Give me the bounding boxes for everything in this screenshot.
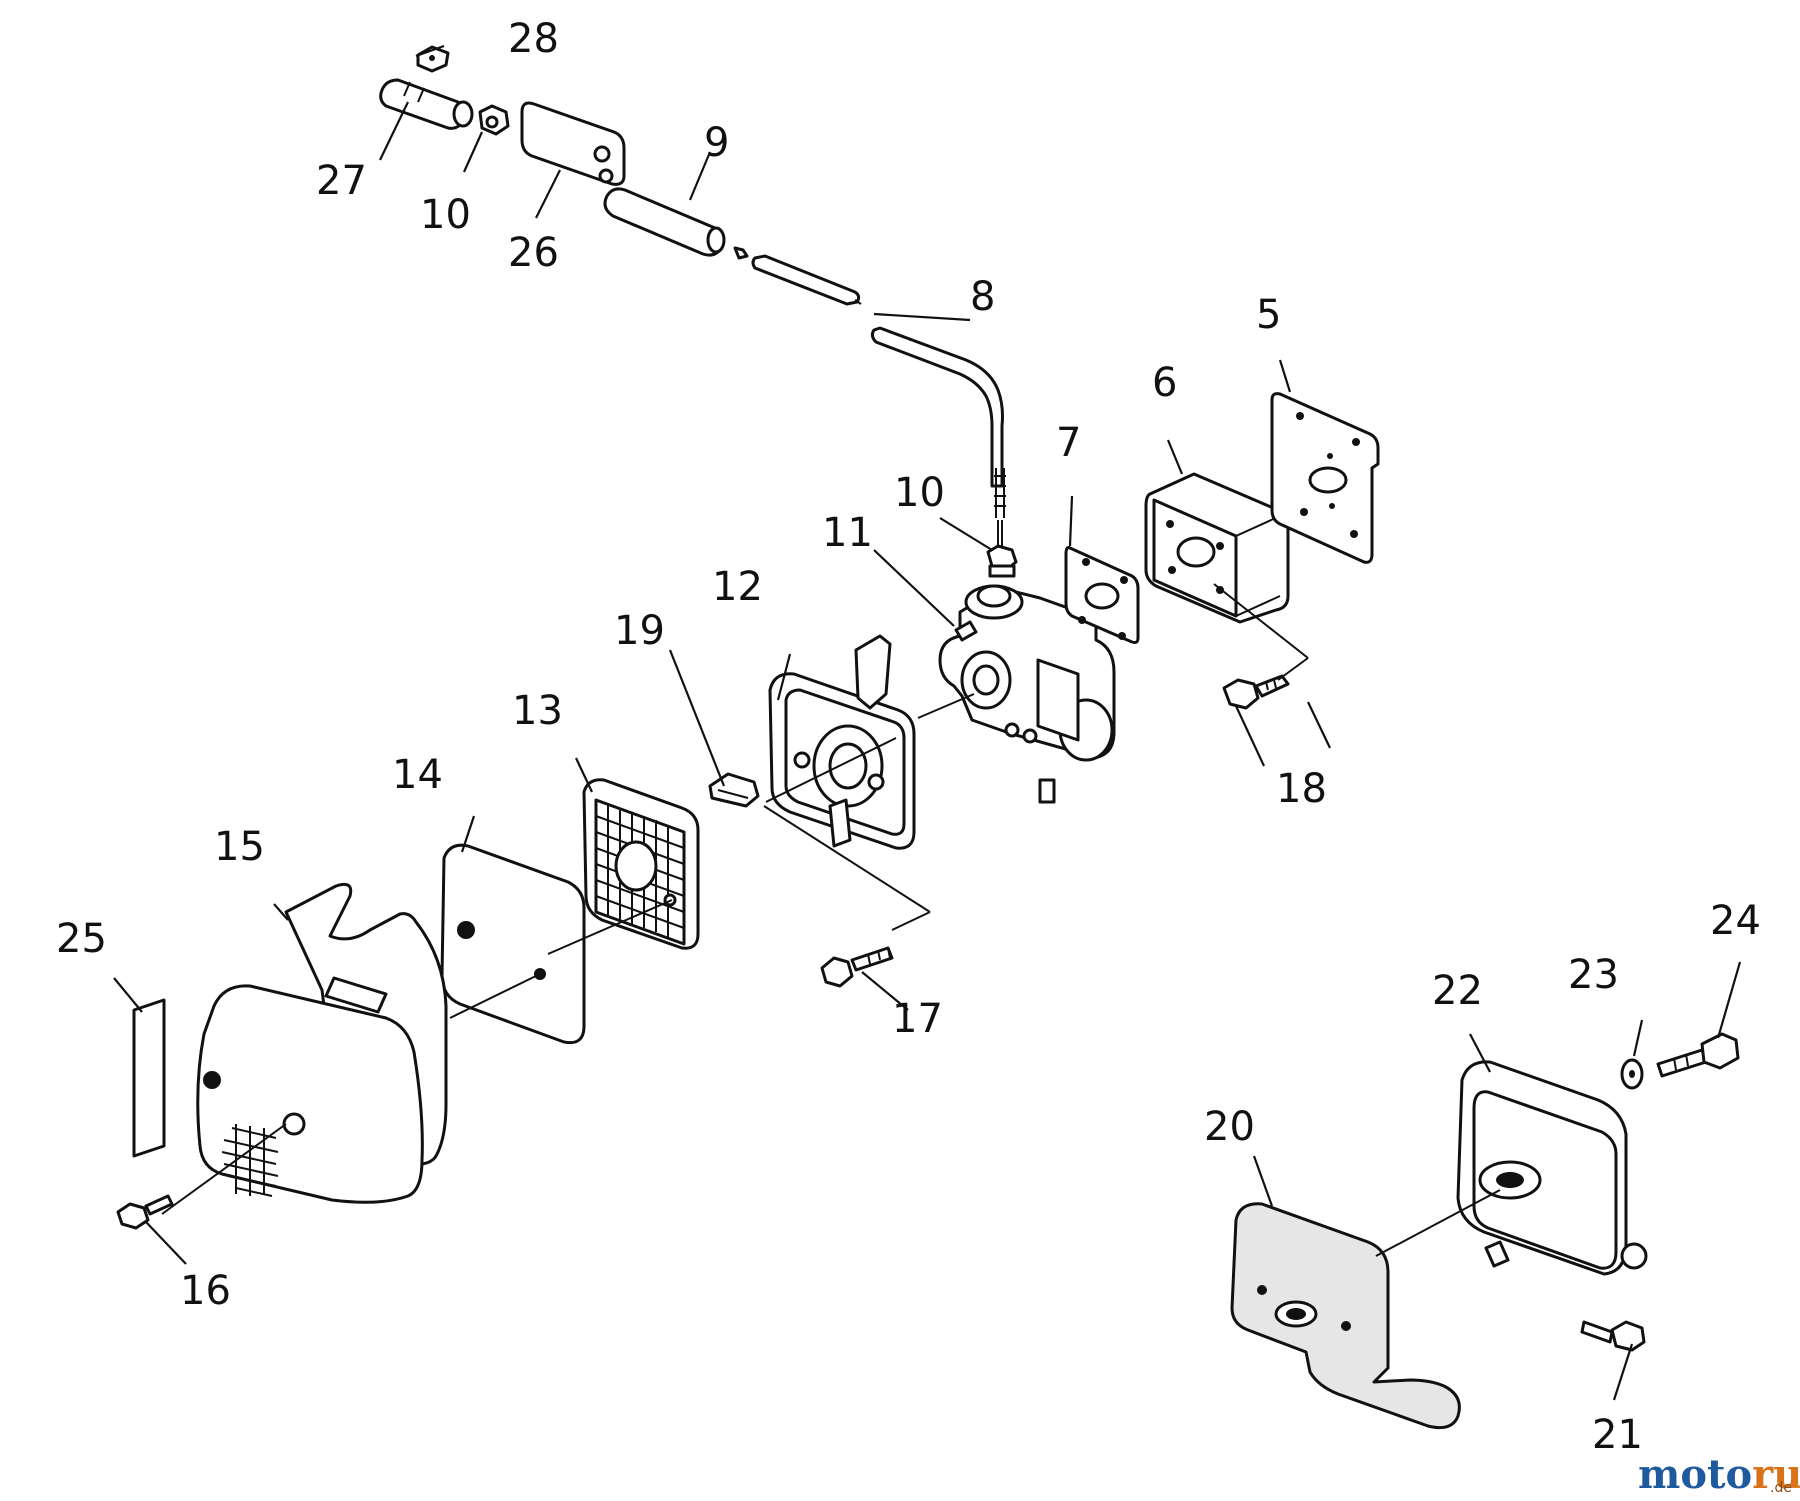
part-number-labels: 28 27 10 26 9 8 5 6 7 10 11 12 19 13 14 … xyxy=(56,16,1761,1458)
part-10-nut-carburetor xyxy=(986,544,1018,578)
label-10-mid: 10 xyxy=(894,470,945,516)
part-7-gasket xyxy=(1064,546,1140,644)
part-21-screw xyxy=(1580,1320,1646,1352)
part-9-sleeve xyxy=(603,187,726,257)
part-24-bolt xyxy=(1656,1032,1740,1078)
label-20: 20 xyxy=(1204,1104,1255,1150)
part-12-filter-base xyxy=(768,634,916,850)
label-17: 17 xyxy=(892,996,943,1042)
part-25-label xyxy=(132,998,166,1158)
part-17-screw xyxy=(820,946,894,988)
label-14: 14 xyxy=(392,752,443,798)
label-13: 13 xyxy=(512,688,563,734)
part-5-plate xyxy=(1270,392,1380,564)
watermark-logo: motoruf .de xyxy=(1638,1451,1800,1498)
part-20-heat-shield xyxy=(1230,1202,1461,1430)
part-8-throttle-cable xyxy=(733,246,1006,546)
label-26: 26 xyxy=(508,230,559,276)
label-27: 27 xyxy=(316,158,367,204)
label-9: 9 xyxy=(704,120,729,166)
part-19-clip xyxy=(708,772,760,808)
part-27-cable-adjuster xyxy=(379,78,474,130)
part-15-filter-cover xyxy=(196,882,448,1204)
label-25: 25 xyxy=(56,916,107,962)
part-13-filter-screen xyxy=(582,778,700,950)
part-16-screw xyxy=(116,1194,174,1230)
label-22: 22 xyxy=(1432,968,1483,1014)
label-10-top: 10 xyxy=(420,192,471,238)
watermark-suffix: .de xyxy=(1770,1480,1792,1496)
label-15: 15 xyxy=(214,824,265,870)
part-22-muffler xyxy=(1456,1060,1648,1276)
label-21: 21 xyxy=(1592,1412,1643,1458)
label-6: 6 xyxy=(1152,360,1177,406)
label-28: 28 xyxy=(508,16,559,62)
part-23-washer xyxy=(1620,1058,1644,1090)
label-23: 23 xyxy=(1568,952,1619,998)
label-18: 18 xyxy=(1276,766,1327,812)
part-6-insulator xyxy=(1144,472,1290,624)
part-11-carburetor xyxy=(938,584,1116,804)
part-14-filter-element xyxy=(440,843,586,1045)
watermark-ruf: ruf xyxy=(1752,1451,1800,1498)
label-12: 12 xyxy=(712,564,763,610)
part-26-holder xyxy=(520,101,626,186)
svg-text:motoruf: motoruf xyxy=(1638,1451,1800,1498)
label-16: 16 xyxy=(180,1268,231,1314)
label-8: 8 xyxy=(970,274,995,320)
part-10-nut-top xyxy=(478,104,510,136)
label-24: 24 xyxy=(1710,898,1761,944)
label-11: 11 xyxy=(822,510,873,556)
label-19: 19 xyxy=(614,608,665,654)
part-18-screw xyxy=(1222,674,1290,710)
label-5: 5 xyxy=(1256,292,1281,338)
label-7: 7 xyxy=(1056,420,1081,466)
watermark-moto: moto xyxy=(1638,1451,1752,1498)
leader-lines xyxy=(113,44,1742,1401)
